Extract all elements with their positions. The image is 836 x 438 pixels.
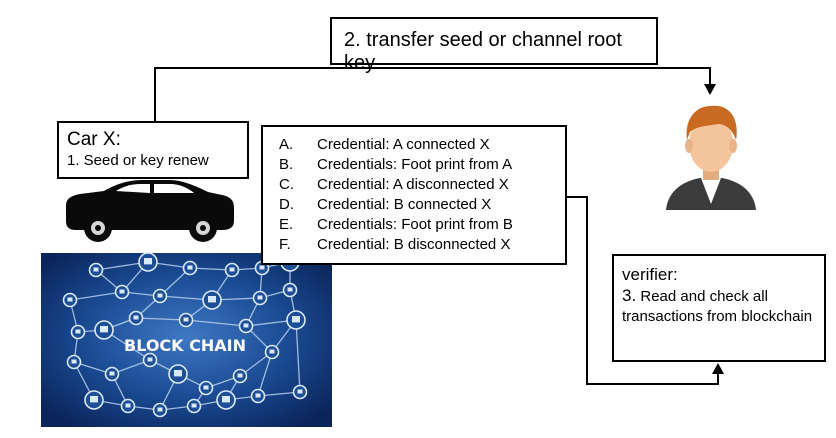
- verifier-step-number: 3.: [622, 286, 637, 305]
- blockchain-node-icon: [88, 262, 104, 278]
- blockchain-node-icon: [168, 364, 188, 384]
- credential-item: E. Credentials: Foot print from B: [263, 215, 565, 235]
- blockchain-node-icon: [120, 398, 136, 414]
- credential-text: Credential: B disconnected X: [317, 236, 511, 253]
- credential-item: C. Credential: A disconnected X: [263, 175, 565, 195]
- credential-text: Credential: A disconnected X: [317, 176, 509, 193]
- credential-letter: F.: [279, 236, 291, 253]
- credential-item: A. Credential: A connected X: [263, 135, 565, 155]
- verifier-box: verifier: 3. Read and check all transact…: [612, 254, 826, 362]
- credential-text: Credential: B connected X: [317, 196, 492, 213]
- blockchain-node-icon: [250, 388, 266, 404]
- blockchain-node-icon: [84, 390, 104, 410]
- blockchain-node-icon: [264, 344, 280, 360]
- blockchain-node-icon: [138, 252, 158, 272]
- blockchain-node-icon: [70, 324, 86, 340]
- credential-item: B. Credentials: Foot print from A: [263, 155, 565, 175]
- blockchain-node-icon: [104, 366, 120, 382]
- credential-text: Credentials: Foot print from A: [317, 156, 513, 173]
- blockchain-node-icon: [62, 292, 78, 308]
- verify-connector: [567, 196, 719, 385]
- blockchain-node-icon: [94, 320, 114, 340]
- car-x-step: 1. Seed or key renew: [67, 152, 209, 169]
- blockchain-link: [257, 351, 273, 397]
- credential-item: F. Credential: B disconnected X: [263, 235, 565, 255]
- blockchain-link: [185, 319, 247, 327]
- blockchain-node-icon: [202, 290, 222, 310]
- blockchain-node-icon: [252, 290, 268, 306]
- verifier-step-text: Read and check all transactions from blo…: [622, 288, 813, 325]
- blockchain-node-icon: [142, 352, 158, 368]
- arrowhead-to-verifier: [704, 84, 716, 95]
- credential-letter: E.: [279, 216, 294, 233]
- blockchain-node-icon: [186, 398, 202, 414]
- blockchain-node-icon: [152, 402, 168, 418]
- credential-text: Credentials: Foot print from B: [317, 216, 513, 233]
- car-x-title: Car X:: [67, 129, 121, 150]
- blockchain-link: [135, 317, 187, 321]
- blockchain-node-icon: [198, 380, 214, 396]
- credential-letter: D.: [279, 196, 294, 213]
- blockchain-node-icon: [128, 310, 144, 326]
- blockchain-node-icon: [238, 318, 254, 334]
- blockchain-node-icon: [282, 282, 298, 298]
- blockchain-link: [295, 319, 301, 393]
- blockchain-label: BLOCK CHAIN: [124, 336, 246, 355]
- credentials-list-box: A. Credential: A connected X B. Credenti…: [261, 125, 567, 265]
- blockchain-node-icon: [178, 312, 194, 328]
- transfer-label: 2. transfer seed or channel root key: [344, 29, 622, 74]
- transfer-connector: [154, 67, 711, 121]
- blockchain-node-icon: [232, 368, 248, 384]
- blockchain-node-icon: [292, 384, 308, 400]
- credential-letter: A.: [279, 136, 294, 153]
- car-x-box: Car X: 1. Seed or key renew: [57, 121, 249, 179]
- blockchain-node-icon: [286, 310, 306, 330]
- blockchain-node-icon: [66, 354, 82, 370]
- credential-letter: B.: [279, 156, 294, 173]
- blockchain-link: [69, 291, 123, 301]
- blockchain-node-icon: [152, 288, 168, 304]
- credential-item: D. Credential: B connected X: [263, 195, 565, 215]
- verifier-title: verifier:: [622, 265, 678, 284]
- blockchain-node-icon: [224, 262, 240, 278]
- credential-text: Credential: A connected X: [317, 136, 490, 153]
- verifier-step: 3. Read and check all transactions from …: [622, 286, 818, 327]
- credential-letter: C.: [279, 176, 294, 193]
- transfer-label-box: 2. transfer seed or channel root key: [330, 17, 658, 74]
- blockchain-node-icon: [114, 284, 130, 300]
- arrowhead-to-verifier-box: [712, 363, 724, 374]
- blockchain-node-icon: [182, 260, 198, 276]
- blockchain-node-icon: [216, 390, 236, 410]
